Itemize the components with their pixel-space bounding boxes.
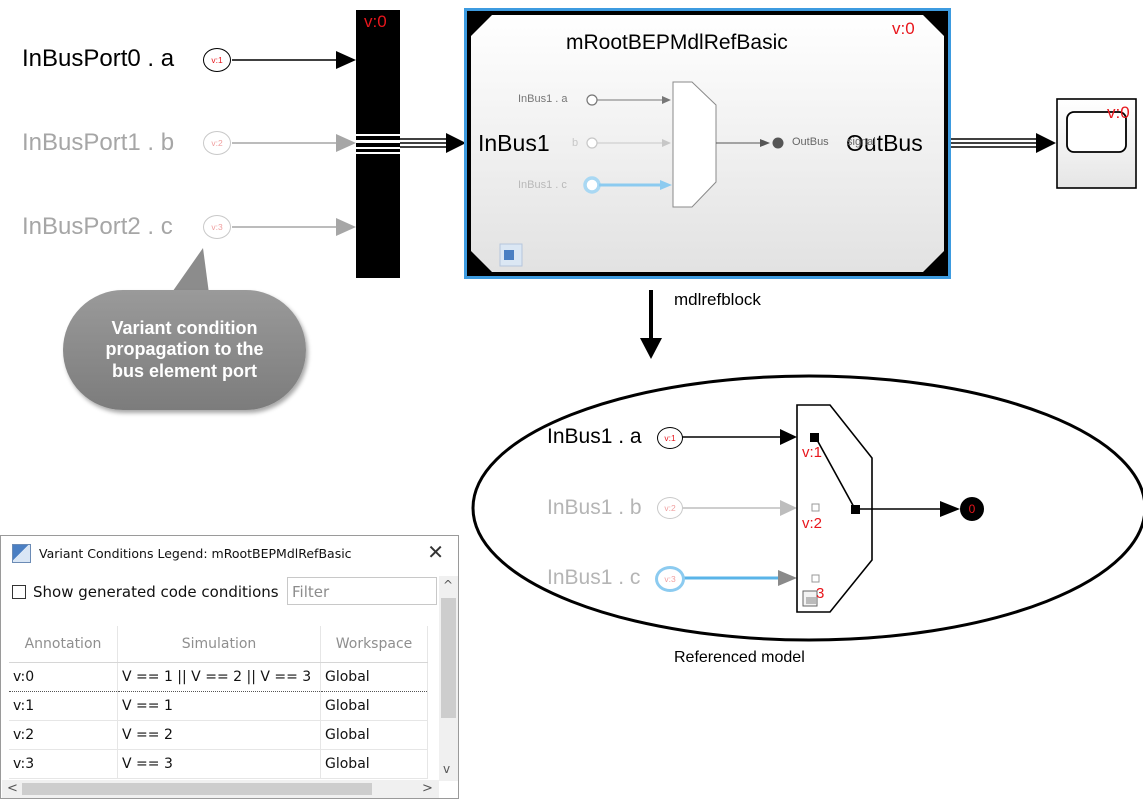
ref-line-a[interactable] — [682, 429, 797, 445]
port-badge-1[interactable]: v:2 — [203, 131, 231, 155]
signal-line-port1[interactable] — [232, 134, 356, 152]
scroll-up-icon[interactable]: ^ — [443, 578, 454, 592]
ref-input-badge-c[interactable]: v:3 — [655, 566, 685, 592]
model-block-out-label: OutBus — [846, 130, 923, 156]
scroll-down-icon[interactable]: v — [443, 762, 451, 776]
bus-line-to-model[interactable] — [400, 133, 466, 153]
ref-input-label-b: InBus1 . b — [547, 496, 642, 519]
scope-block[interactable] — [1056, 98, 1137, 189]
vertical-scrollbar[interactable]: ^ v — [439, 576, 458, 781]
model-reference-block[interactable] — [464, 8, 951, 279]
thumb-input-c: InBus1 . c — [518, 179, 567, 191]
variant-legend-window[interactable]: Variant Conditions Legend: mRootBEPMdlRe… — [0, 535, 459, 799]
thumb-input-b: b — [572, 137, 579, 149]
simulation-cell: V == 3 — [117, 749, 321, 779]
simulation-cell: V == 2 — [117, 720, 321, 750]
scope-variant-tag: v:0 — [1107, 103, 1130, 122]
annotation-cell[interactable]: v:0 — [9, 662, 118, 692]
callout-pointer — [168, 248, 210, 301]
annotation-cell[interactable]: v:3 — [9, 749, 118, 779]
ref-input-label-c: InBus1 . c — [547, 566, 641, 589]
ref-variant-tag-a: v:1 — [802, 444, 823, 461]
ref-line-b[interactable] — [682, 500, 797, 516]
variant-callout: Variant condition propagation to the bus… — [63, 290, 306, 410]
callout-text: Variant condition propagation to the bus… — [105, 317, 264, 381]
port-label-1: InBusPort1 . b — [22, 129, 175, 156]
conditions-table: Annotation Simulation Workspace v:0 V ==… — [9, 626, 428, 779]
ref-variant-tag-b: v:2 — [802, 515, 823, 532]
table-header-row: Annotation Simulation Workspace — [9, 626, 428, 663]
thumb-output-suffix: signal — [847, 136, 876, 148]
thumb-output-label: OutBus — [792, 136, 829, 148]
variant-merge-block[interactable] — [796, 404, 960, 613]
horizontal-scroll-thumb[interactable] — [22, 783, 372, 795]
workspace-cell[interactable]: Global — [320, 749, 428, 779]
ref-input-label-a: InBus1 . a — [547, 425, 642, 448]
simulation-cell: V == 1 — [117, 691, 321, 721]
port-badge-0[interactable]: v:1 — [203, 48, 231, 72]
table-row[interactable]: v:3 V == 3 Global — [9, 749, 428, 779]
bus-creator-variant-tag: v:0 — [364, 12, 387, 31]
port-label-0: InBusPort0 . a — [22, 45, 175, 72]
column-simulation[interactable]: Simulation — [117, 626, 321, 663]
legend-title: Variant Conditions Legend: mRootBEPMdlRe… — [39, 546, 352, 561]
signal-line-port2[interactable] — [232, 218, 356, 236]
table-row[interactable]: v:0 V == 1 || V == 2 || V == 3 Global — [9, 662, 428, 692]
model-block-title: mRootBEPMdlRefBasic — [566, 31, 788, 54]
workspace-cell[interactable]: Global — [320, 691, 428, 721]
filter-input[interactable]: Filter — [287, 577, 437, 605]
workspace-cell[interactable]: Global — [320, 720, 428, 750]
workspace-cell[interactable]: Global — [320, 662, 428, 692]
ref-input-badge-b[interactable]: v:2 — [657, 497, 683, 519]
model-block-in-label: InBus1 — [478, 130, 550, 156]
column-annotation[interactable]: Annotation — [9, 626, 118, 663]
annotation-cell[interactable]: v:1 — [9, 691, 118, 721]
scroll-right-icon[interactable]: > — [422, 781, 433, 796]
signal-line-port0[interactable] — [232, 51, 356, 69]
bus-line-to-scope[interactable] — [951, 133, 1056, 153]
vertical-scroll-thumb[interactable] — [441, 598, 456, 718]
close-icon[interactable]: ✕ — [427, 540, 444, 564]
ref-output-badge[interactable]: 0 — [960, 497, 984, 521]
thumb-input-a: InBus1 . a — [518, 93, 568, 105]
port-badge-2[interactable]: v:3 — [203, 215, 231, 239]
horizontal-scrollbar[interactable]: < > — [2, 780, 439, 798]
annotation-cell[interactable]: v:2 — [9, 720, 118, 750]
down-arrow — [640, 290, 662, 359]
model-block-name[interactable]: mdlrefblock — [674, 290, 761, 309]
show-generated-code-checkbox[interactable] — [12, 585, 26, 599]
bus-creator-block[interactable] — [356, 10, 400, 278]
scroll-left-icon[interactable]: < — [7, 781, 18, 796]
table-row[interactable]: v:1 V == 1 Global — [9, 691, 428, 721]
table-row[interactable]: v:2 V == 2 Global — [9, 720, 428, 750]
ref-line-c[interactable] — [682, 570, 797, 586]
show-generated-code-label[interactable]: Show generated code conditions — [33, 583, 279, 601]
ref-input-badge-a[interactable]: v:1 — [657, 427, 683, 449]
model-block-variant-tag: v:0 — [892, 19, 915, 38]
referenced-model-caption: Referenced model — [674, 649, 805, 666]
column-workspace[interactable]: Workspace — [320, 626, 428, 663]
ref-variant-tag-c: 3 — [816, 585, 825, 602]
port-label-2: InBusPort2 . c — [22, 213, 173, 240]
simulation-cell: V == 1 || V == 2 || V == 3 — [117, 662, 321, 692]
simulink-app-icon — [12, 544, 31, 563]
